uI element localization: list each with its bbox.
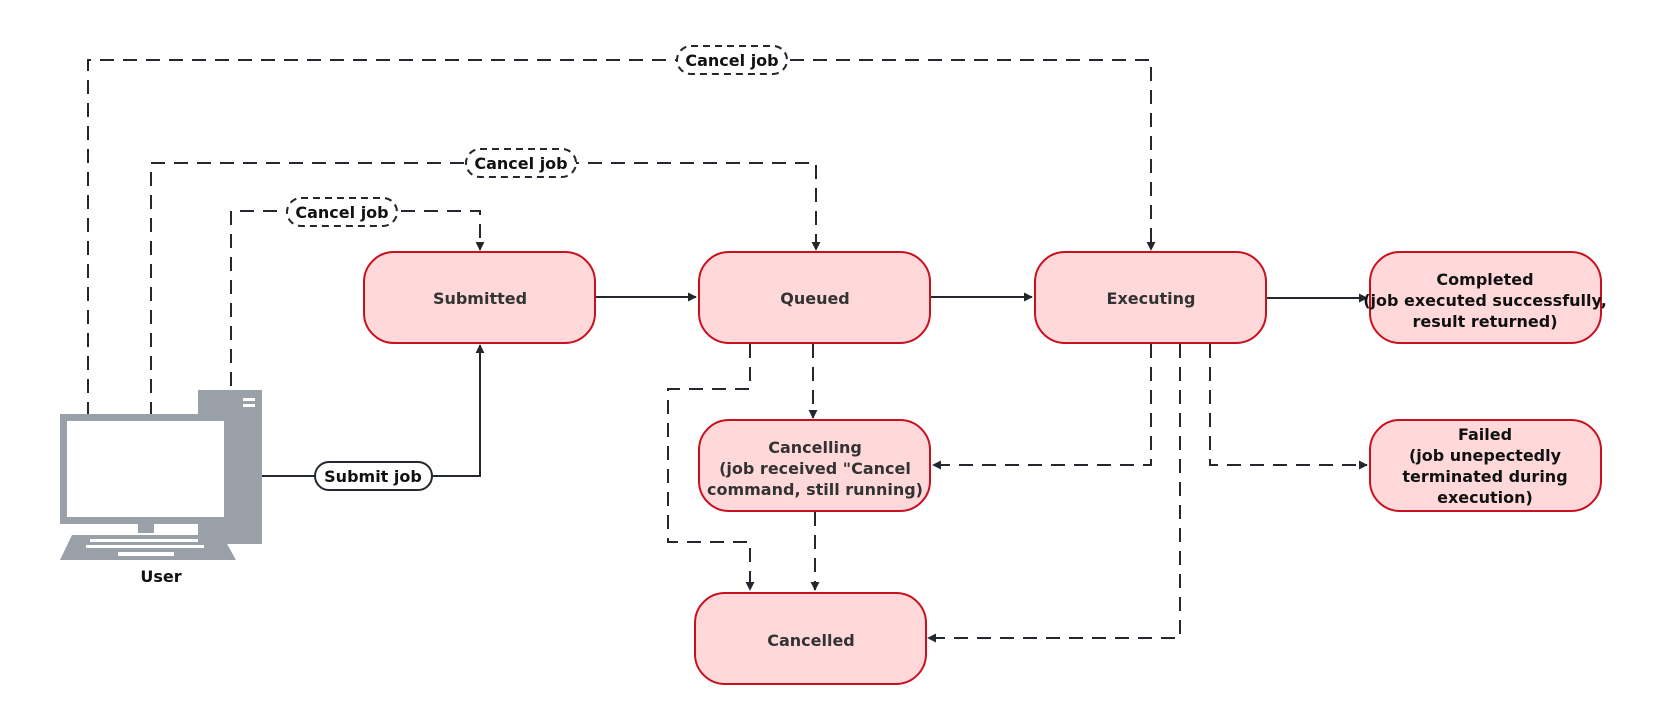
label-cancel-submitted: Cancel job	[286, 197, 398, 227]
svg-text:command, still running): command, still running)	[707, 480, 923, 499]
svg-text:result returned): result returned)	[1412, 312, 1557, 331]
user-label: User	[140, 567, 181, 586]
desktop-computer-icon	[60, 390, 262, 560]
svg-text:Queued: Queued	[780, 289, 850, 308]
edge-queued-cancelled	[667, 344, 755, 591]
node-queued: Queued	[698, 251, 931, 344]
node-failed: Failed (job unepectedly terminated durin…	[1369, 419, 1602, 512]
svg-text:Cancelled: Cancelled	[767, 631, 855, 650]
label-cancel-queued: Cancel job	[465, 148, 577, 178]
svg-text:terminated during: terminated during	[1402, 467, 1567, 486]
svg-text:(job unepectedly: (job unepectedly	[1409, 446, 1562, 465]
node-executing: Executing	[1034, 251, 1267, 344]
node-submitted: Submitted	[363, 251, 596, 344]
svg-text:(job received "Cancel: (job received "Cancel	[719, 459, 911, 478]
svg-text:(job executed successfully,: (job executed successfully,	[1363, 291, 1607, 310]
svg-text:Submitted: Submitted	[433, 289, 527, 308]
label-submit-job: Submit job	[314, 461, 433, 491]
label-cancel-executing: Cancel job	[676, 45, 788, 75]
node-completed: Completed (job executed successfully, re…	[1363, 251, 1607, 344]
svg-text:Cancel job: Cancel job	[685, 51, 778, 70]
node-cancelled: Cancelled	[694, 592, 927, 685]
edge-submit	[262, 344, 485, 477]
svg-text:Submit job: Submit job	[324, 467, 422, 486]
edge-executing-failed	[1209, 344, 1368, 470]
svg-text:Cancel job: Cancel job	[295, 203, 388, 222]
svg-text:execution): execution)	[1437, 488, 1533, 507]
svg-text:Cancel job: Cancel job	[474, 154, 567, 173]
svg-text:Completed: Completed	[1436, 270, 1533, 289]
svg-text:Failed: Failed	[1458, 425, 1512, 444]
svg-text:Executing: Executing	[1107, 289, 1196, 308]
edge-executing-cancelled	[927, 344, 1181, 643]
svg-text:Cancelling: Cancelling	[768, 438, 862, 457]
node-cancelling: Cancelling (job received "Cancel command…	[698, 419, 931, 512]
edge-cancel-executing	[87, 59, 1156, 416]
edge-executing-cancelling	[932, 344, 1152, 470]
